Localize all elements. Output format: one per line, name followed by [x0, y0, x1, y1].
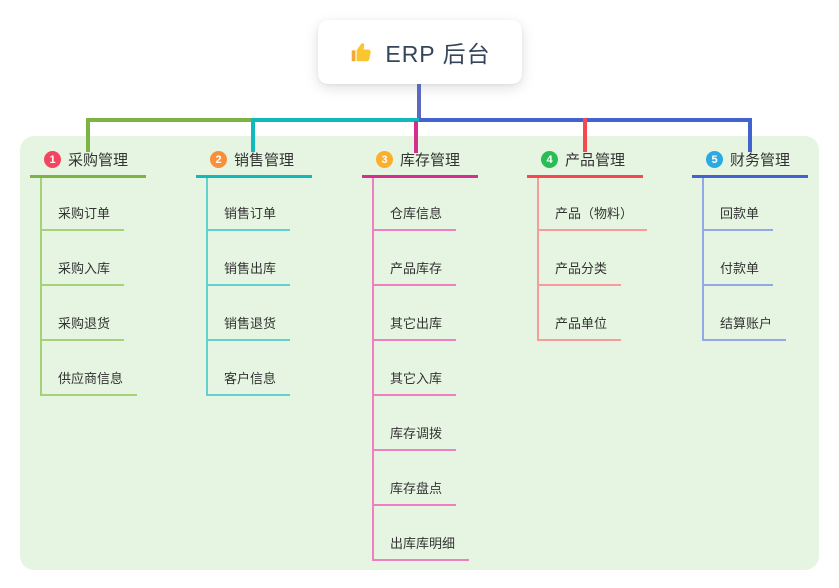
mindmap-node[interactable]: 结算账户: [704, 286, 787, 341]
branch-underline: [30, 175, 146, 178]
branch-underline: [692, 175, 808, 178]
mindmap-node[interactable]: 采购入库: [42, 231, 125, 286]
branch-title-node[interactable]: 1 采购管理: [30, 147, 146, 172]
mindmap-node[interactable]: 其它出库: [374, 286, 457, 341]
connector-root-trunk: [417, 84, 421, 122]
branch-number-badge: 5: [706, 151, 723, 168]
mindmap-node[interactable]: 产品库存: [374, 231, 457, 286]
branch-children: 仓库信息产品库存其它出库其它入库库存调拨库存盘点出库库明细: [372, 178, 470, 561]
connector-drop-purchase: [86, 118, 90, 152]
branch-underline: [527, 175, 643, 178]
mindmap-node[interactable]: 仓库信息: [374, 178, 457, 231]
branch-underline: [196, 175, 312, 178]
branch-label: 采购管理: [68, 152, 129, 169]
mindmap-node[interactable]: 库存调拨: [374, 396, 457, 451]
root-label: ERP 后台: [385, 41, 491, 67]
mindmap-node[interactable]: 产品分类: [539, 231, 622, 286]
root-node[interactable]: ERP 后台: [318, 20, 522, 84]
mindmap-node[interactable]: 销售订单: [208, 178, 291, 231]
mindmap-node[interactable]: 采购退货: [42, 286, 125, 341]
connector-drop-product: [583, 118, 587, 152]
thumbs-up-icon: [352, 43, 372, 62]
mindmap-node[interactable]: 销售退货: [208, 286, 291, 341]
branch: 3 库存管理 仓库信息产品库存其它出库其它入库库存调拨库存盘点出库库明细: [362, 147, 478, 561]
branch-label: 销售管理: [234, 152, 295, 169]
connector-rail-sales: [251, 118, 419, 122]
branch-label: 产品管理: [565, 152, 626, 169]
mindmap-node[interactable]: 回款单: [704, 178, 774, 231]
mindmap-node[interactable]: 采购订单: [42, 178, 125, 231]
mindmap-node[interactable]: 供应商信息: [42, 341, 138, 396]
mindmap-node[interactable]: 客户信息: [208, 341, 291, 396]
branch: 4 产品管理 产品（物料）产品分类产品单位: [527, 147, 648, 341]
mindmap-node[interactable]: 销售出库: [208, 231, 291, 286]
branch-children: 回款单付款单结算账户: [702, 178, 787, 341]
branch: 2 销售管理 销售订单销售出库销售退货客户信息: [196, 147, 312, 396]
branch-label: 库存管理: [400, 152, 461, 169]
mindmap-node[interactable]: 出库库明细: [374, 506, 470, 561]
branch-children: 产品（物料）产品分类产品单位: [537, 178, 648, 341]
branch-underline: [362, 175, 478, 178]
branch-title-node[interactable]: 3 库存管理: [362, 147, 478, 172]
mindmap-node[interactable]: 产品单位: [539, 286, 622, 341]
branch-number-badge: 3: [376, 151, 393, 168]
branch-title-node[interactable]: 5 财务管理: [692, 147, 808, 172]
branch-title-node[interactable]: 2 销售管理: [196, 147, 312, 172]
branch-number-badge: 4: [541, 151, 558, 168]
connector-drop-finance: [748, 118, 752, 152]
branch-number-badge: 2: [210, 151, 227, 168]
connector-drop-inventory: [414, 121, 418, 153]
branches-panel: [20, 136, 819, 570]
mindmap-node[interactable]: 库存盘点: [374, 451, 457, 506]
mindmap-node[interactable]: 其它入库: [374, 341, 457, 396]
branch-label: 财务管理: [730, 152, 791, 169]
connector-rail-purchase: [86, 118, 253, 122]
branch-children: 采购订单采购入库采购退货供应商信息: [40, 178, 138, 396]
branch-title-node[interactable]: 4 产品管理: [527, 147, 647, 172]
branch-number-badge: 1: [44, 151, 61, 168]
branch: 1 采购管理 采购订单采购入库采购退货供应商信息: [30, 147, 146, 396]
mindmap-node[interactable]: 产品（物料）: [539, 178, 648, 231]
branch-children: 销售订单销售出库销售退货客户信息: [206, 178, 291, 396]
mindmap-node[interactable]: 付款单: [704, 231, 774, 286]
connector-drop-sales: [251, 118, 255, 152]
branch: 5 财务管理 回款单付款单结算账户: [692, 147, 808, 341]
